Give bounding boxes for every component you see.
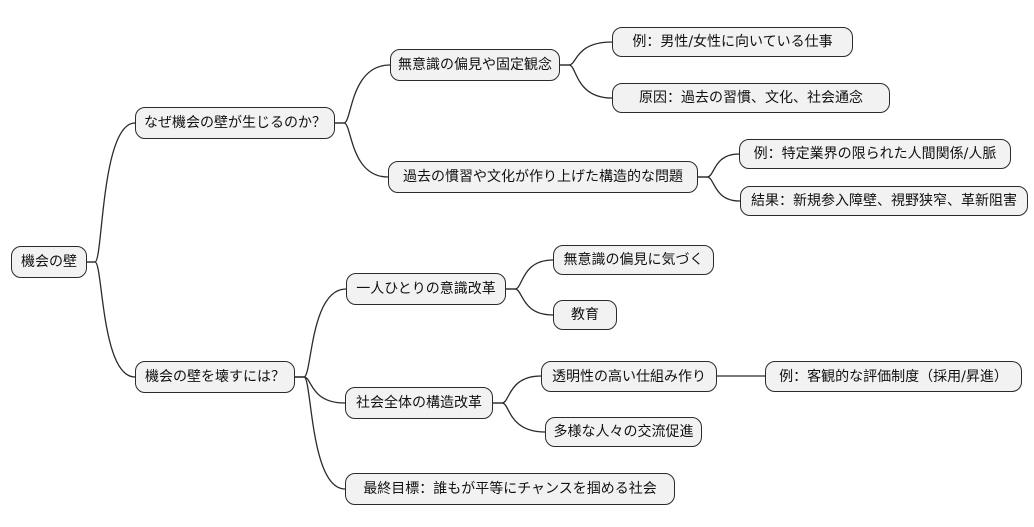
- node-result-entry-barriers: 結果：新規参入障壁、視野狭窄、革新阻害: [740, 186, 1028, 216]
- node-root-opportunity-wall: 機会の壁: [11, 246, 87, 278]
- node-structural-problems-from-past: 過去の慣習や文化が作り上げた構造的な問題: [388, 161, 698, 193]
- connector-line: [85, 122, 136, 263]
- connector-line: [294, 376, 346, 490]
- node-unconscious-bias-stereotypes: 無意識の偏見や固定観念: [390, 49, 560, 81]
- node-transparent-systems: 透明性の高い仕組み作り: [541, 361, 717, 392]
- connector-line: [697, 176, 741, 202]
- connector-line: [492, 402, 546, 433]
- node-individual-awareness-reform: 一人ひとりの意識改革: [346, 273, 506, 305]
- node-cause-past-customs-culture: 原因：過去の習慣、文化、社会通念: [612, 83, 890, 113]
- node-societal-structural-reform: 社会全体の構造改革: [345, 387, 493, 419]
- node-notice-unconscious-bias: 無意識の偏見に気づく: [553, 245, 714, 275]
- connector-line: [505, 259, 554, 290]
- node-education: 教育: [553, 300, 617, 330]
- node-how-to-break-walls: 機会の壁を壊すには？: [135, 361, 295, 393]
- node-example-objective-evaluation: 例：客観的な評価制度（採用/昇進）: [765, 361, 1022, 392]
- connector-line: [559, 41, 613, 66]
- connector-line: [334, 64, 391, 124]
- connector-line: [294, 288, 347, 378]
- node-final-goal-equal-chances: 最終目標：誰もが平等にチャンスを掴める社会: [345, 473, 675, 505]
- connector-line: [492, 375, 542, 404]
- node-example-gendered-jobs: 例：男性/女性に向いている仕事: [612, 27, 853, 57]
- node-example-limited-industry-networks: 例：特定業界の限られた人間関係/人脈: [739, 139, 1011, 169]
- connector-line: [505, 288, 554, 316]
- connector-line: [294, 376, 346, 404]
- connector-line: [85, 261, 136, 378]
- connector-line: [559, 64, 613, 99]
- node-why-walls-arise: なぜ機会の壁が生じるのか？: [135, 107, 335, 139]
- connector-line: [697, 153, 740, 178]
- node-promote-diverse-exchange: 多様な人々の交流促進: [545, 417, 702, 447]
- connector-line: [334, 122, 389, 178]
